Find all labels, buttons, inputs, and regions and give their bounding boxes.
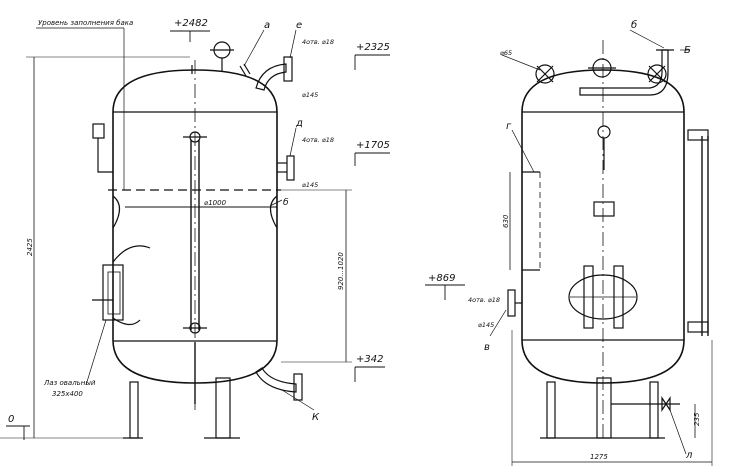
left-bulge bbox=[112, 195, 121, 229]
bottom-nozzle bbox=[255, 367, 297, 393]
elev-bottom-nozzle: +342 bbox=[356, 354, 383, 365]
nozzle-b-label: б bbox=[283, 198, 289, 208]
dim-235-label: 235 bbox=[693, 412, 701, 426]
nozzle-B-label: Б bbox=[684, 45, 691, 56]
nozzle-k-label: К bbox=[312, 412, 320, 423]
side-view bbox=[425, 29, 713, 466]
elev-top-flange: +2325 bbox=[356, 42, 390, 53]
manhole-label: Лаз овальный bbox=[43, 379, 96, 387]
manhole-size: 325х400 bbox=[52, 390, 83, 398]
bottom-flange bbox=[293, 373, 303, 401]
level-gauge bbox=[183, 131, 207, 404]
nameplate bbox=[593, 201, 615, 217]
nozzle-l-label: л bbox=[685, 450, 693, 461]
front-vessel-shell bbox=[112, 69, 278, 384]
spacing-label: 630 bbox=[502, 214, 510, 228]
elev-top-nozzle: +2482 bbox=[174, 18, 208, 29]
nozzle-g-label: г bbox=[506, 121, 512, 132]
bolt-circle-d-label: ⌀145 bbox=[302, 181, 318, 189]
flange-65-label: ⌀65 bbox=[500, 49, 512, 57]
front-leaders bbox=[36, 27, 315, 411]
nozzle-b-top-label: б bbox=[631, 19, 637, 31]
diameter-label: ⌀1000 bbox=[204, 199, 227, 207]
top-nozzle-assembly bbox=[191, 41, 293, 91]
pressure-gauge bbox=[92, 123, 113, 173]
holes-v-label: 4отв. ⌀18 bbox=[468, 296, 500, 304]
side-leaders bbox=[489, 29, 690, 455]
side-legs bbox=[540, 377, 665, 439]
elevation-marks bbox=[6, 30, 390, 440]
elev-side-nozzle: +869 bbox=[428, 273, 455, 284]
nozzle-v-label: в bbox=[484, 342, 490, 353]
bolt-circle-v-label: ⌀145 bbox=[478, 321, 494, 329]
height-dim-label: 2425 bbox=[26, 238, 34, 256]
drain-valve bbox=[661, 396, 671, 412]
nozzle-a-label: а bbox=[264, 20, 270, 31]
bolt-circle-e-label: ⌀145 bbox=[302, 91, 318, 99]
elev-mid-flange: +1705 bbox=[356, 140, 390, 151]
side-level-glass bbox=[687, 129, 709, 336]
front-view bbox=[0, 27, 390, 440]
holes-d-label: 4отв. ⌀18 bbox=[302, 136, 334, 144]
width-dim-label: 1275 bbox=[590, 453, 608, 461]
elev-ground: 0 bbox=[8, 414, 14, 425]
right-bulge bbox=[269, 195, 278, 229]
holes-e-label: 4отв. ⌀18 bbox=[302, 38, 334, 46]
side-gauge bbox=[597, 125, 611, 139]
mid-flange bbox=[277, 155, 295, 181]
level-range-label: 920...1020 bbox=[337, 252, 345, 290]
side-manhole bbox=[568, 274, 638, 320]
front-legs bbox=[123, 377, 240, 439]
nozzle-e-label: е bbox=[296, 20, 302, 31]
side-top-fittings bbox=[535, 49, 674, 96]
manhole bbox=[92, 245, 151, 326]
nozzle-d-label: д bbox=[295, 118, 303, 129]
fill-level-label: Уровень заполнения бака bbox=[38, 19, 133, 27]
flange-v bbox=[507, 289, 516, 317]
